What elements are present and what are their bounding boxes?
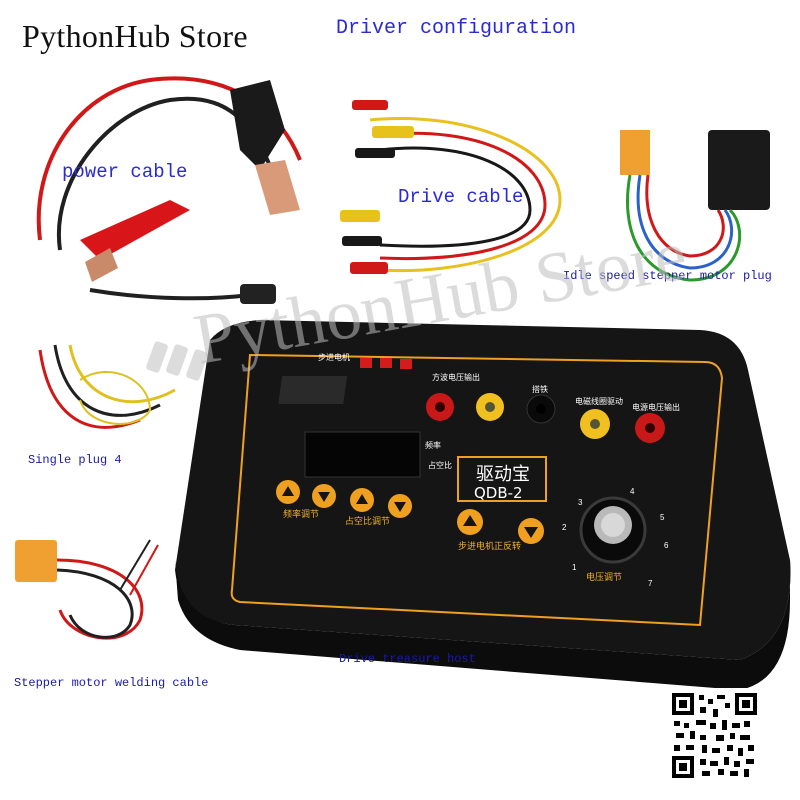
section-title: Driver configuration: [336, 17, 577, 40]
supply-out-text: 电源电压输出: [632, 402, 680, 412]
ground-text: 搭铁: [532, 384, 548, 394]
store-title: PythonHub Store: [22, 18, 248, 54]
qr-code-pattern: [672, 693, 757, 778]
duty-side-text: 占空比: [428, 460, 452, 470]
qr-code-image: [667, 688, 762, 783]
brand-text: 驱动宝: [476, 464, 530, 485]
model-text: QDB-2: [474, 484, 523, 502]
power-cable-label: power cable: [62, 161, 188, 183]
freq-side-text: 频率: [425, 440, 441, 450]
dial-number-1: 1: [572, 563, 577, 572]
dial-number-5: 5: [660, 513, 665, 522]
dial-number-2: 2: [562, 523, 567, 532]
idle-plug-label: Idle speed stepper motor plug: [563, 269, 772, 283]
voltage-adjust-text: 电压调节: [586, 571, 622, 582]
pwm-out-text: 方波电压输出: [432, 372, 480, 382]
dial-number-3: 3: [578, 498, 583, 507]
dial-number-6: 6: [664, 541, 669, 550]
drive-cable-label: Drive cable: [398, 186, 524, 208]
freq-adjust-text: 频率调节: [283, 508, 319, 519]
host-label: Drive treasure host: [339, 652, 476, 666]
stepper-motor-text: 步进电机: [318, 352, 350, 362]
dial-number-4: 4: [630, 487, 635, 496]
duty-adjust-text: 占空比调节: [345, 515, 390, 526]
solenoid-drive-text: 电磁线圈驱动: [575, 396, 623, 406]
motor-dir-text: 步进电机正反转: [458, 540, 521, 551]
single-plug-label: Single plug 4: [28, 453, 122, 467]
welding-cable-label: Stepper motor welding cable: [14, 676, 209, 690]
dial-number-7: 7: [648, 579, 653, 588]
